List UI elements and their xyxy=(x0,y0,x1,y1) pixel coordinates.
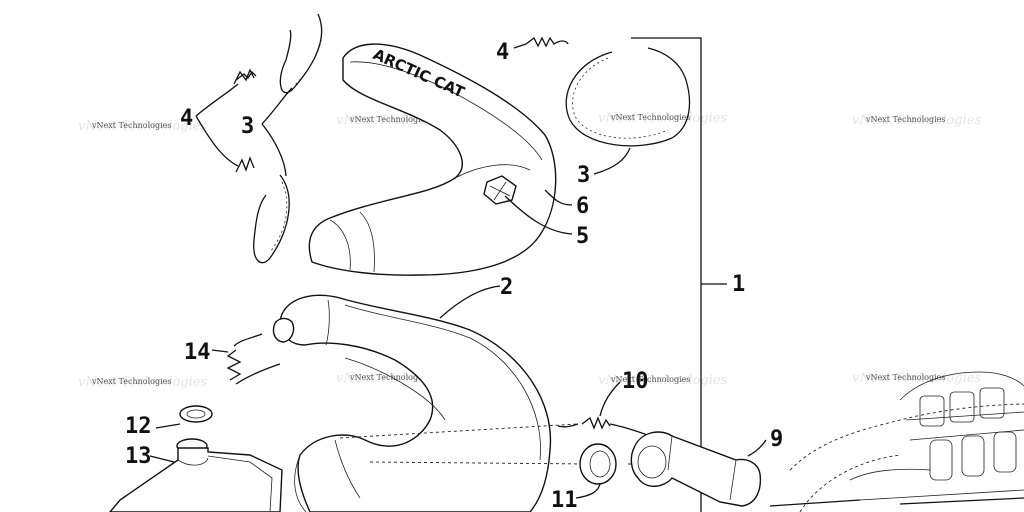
exhaust-manifold xyxy=(630,431,762,507)
watermark-ghost: vNext Technologies xyxy=(852,113,981,128)
spring-manifold xyxy=(557,416,651,437)
callout-4-left: 4 xyxy=(180,106,193,131)
callout-1: 1 xyxy=(732,272,745,297)
watermark: vNext Technologies xyxy=(349,115,429,124)
retaining-chain-upper xyxy=(279,13,323,94)
watermark-ghost: vNext Technologies xyxy=(78,119,207,134)
callout-9: 9 xyxy=(770,427,783,452)
watermark-ghost: vNext Technologies xyxy=(78,375,207,390)
watermark: vNext Technologies xyxy=(610,113,690,122)
spring-top xyxy=(525,36,569,48)
silencer xyxy=(109,438,283,512)
callout-11: 11 xyxy=(551,488,578,512)
retaining-chain-lower xyxy=(253,174,290,264)
watermark-ghost: vNext Technologies xyxy=(598,373,727,388)
callout-12: 12 xyxy=(125,414,152,439)
watermark: vNext Technologies xyxy=(865,373,945,382)
watermark-group: vNext Technologies vNext Technologies vN… xyxy=(78,111,981,390)
callout-2: 2 xyxy=(500,275,513,300)
spring-upper-left xyxy=(233,68,257,85)
callout-13: 13 xyxy=(125,444,152,469)
assembly-bracket xyxy=(631,37,727,512)
callout-4-top: 4 xyxy=(496,40,509,65)
gasket xyxy=(179,405,213,423)
watermark: vNext Technologies xyxy=(610,375,690,384)
coupler xyxy=(579,443,617,485)
decal xyxy=(483,175,517,205)
callout-5: 5 xyxy=(576,224,589,249)
heat-shield: ARCTIC CAT xyxy=(308,43,557,276)
expansion-chamber xyxy=(272,294,552,512)
watermark: vNext Technologies xyxy=(865,115,945,124)
callout-10: 10 xyxy=(622,369,649,394)
callout-3-right: 3 xyxy=(577,163,590,188)
callout-14: 14 xyxy=(184,340,211,365)
watermark: vNext Technologies xyxy=(91,121,171,130)
watermark: vNext Technologies xyxy=(349,373,429,382)
callout-6: 6 xyxy=(576,194,589,219)
retaining-chain-right xyxy=(565,47,691,147)
spring-left xyxy=(226,333,263,381)
spring-lower-left xyxy=(235,156,255,173)
callout-3-left: 3 xyxy=(241,114,254,139)
watermark: vNext Technologies xyxy=(91,377,171,386)
engine-outline xyxy=(769,371,1024,512)
watermark-ghost: vNext Technologies xyxy=(598,111,727,126)
